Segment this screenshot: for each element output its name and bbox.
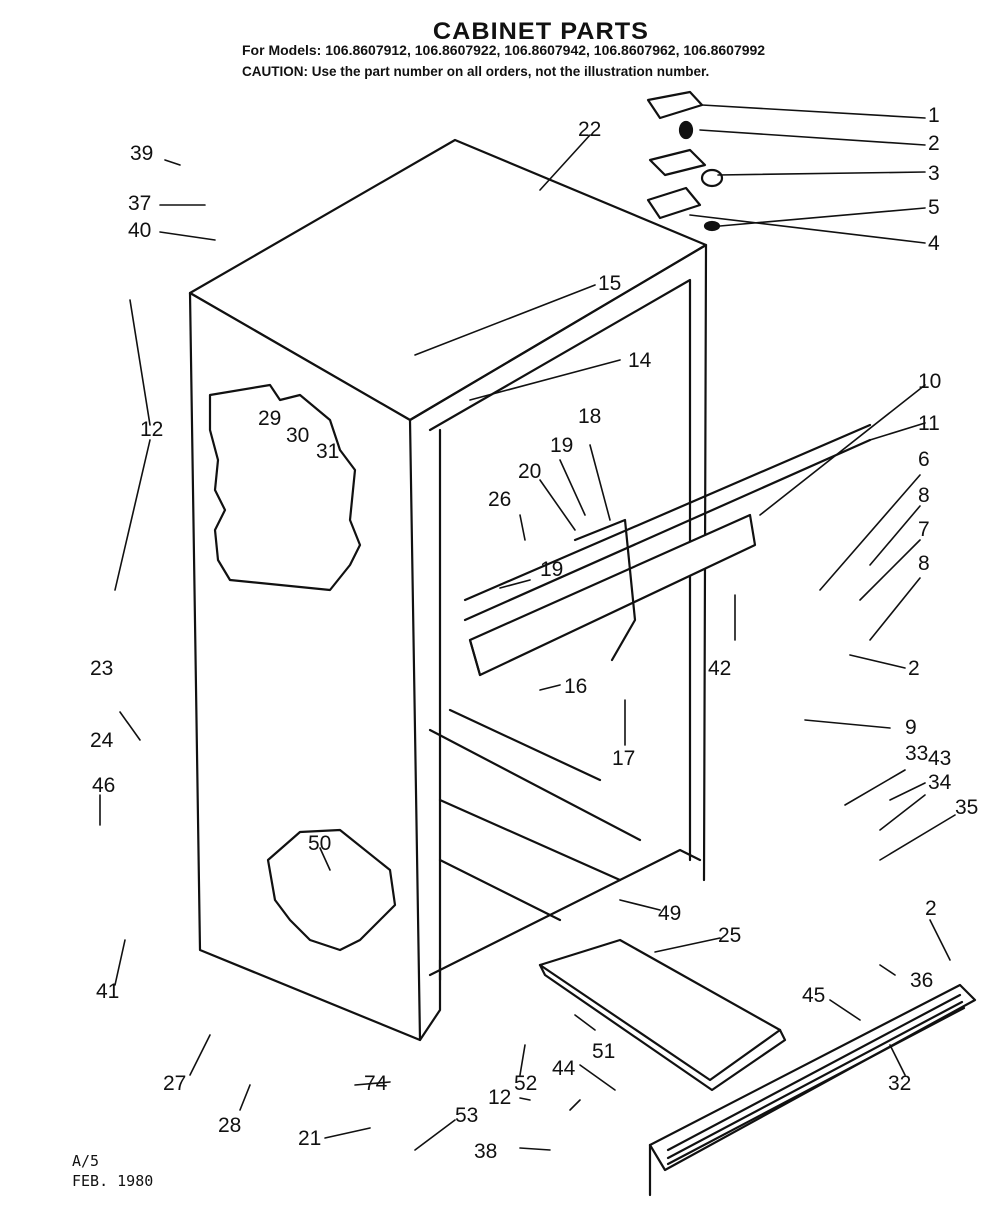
callout-33: 33 [905, 742, 928, 765]
callout-42: 42 [708, 657, 731, 680]
page-code: A/5 [72, 1152, 100, 1170]
callout-17: 17 [612, 747, 635, 770]
callout-36: 36 [910, 969, 933, 992]
callout-40: 40 [128, 219, 151, 242]
callout-10: 10 [918, 370, 941, 393]
callout-34: 34 [928, 771, 952, 794]
callout-12: 12 [488, 1086, 511, 1109]
callout-1: 1 [928, 104, 940, 127]
callout-leaders [99, 104, 956, 1151]
callout-18: 18 [578, 405, 601, 428]
callout-44: 44 [552, 1057, 576, 1080]
callout-21: 21 [298, 1127, 321, 1150]
callout-29: 29 [258, 407, 281, 430]
callout-30: 30 [286, 424, 309, 447]
callout-37: 37 [128, 192, 151, 215]
callout-27: 27 [163, 1072, 186, 1095]
callout-22: 22 [578, 118, 601, 141]
callout-11: 11 [918, 412, 940, 435]
callout-4: 4 [928, 232, 940, 255]
callout-26: 26 [488, 488, 511, 511]
callout-28: 28 [218, 1114, 241, 1137]
callout-19: 19 [540, 558, 563, 581]
callout-3: 3 [928, 162, 940, 185]
callout-38: 38 [474, 1140, 497, 1163]
callout-52: 52 [514, 1072, 537, 1095]
publication-date: FEB. 1980 [72, 1172, 154, 1190]
callout-8: 8 [918, 484, 930, 507]
callout-14: 14 [628, 349, 652, 372]
drip-tray [538, 938, 782, 1082]
top-hinge-assembly [646, 90, 724, 232]
callout-45: 45 [802, 984, 825, 1007]
side-cutaway-upper [208, 383, 362, 592]
side-cutaway-lower [266, 828, 397, 952]
page-title: CABINET PARTS [432, 18, 650, 45]
callout-2: 2 [928, 132, 940, 155]
callout-2: 2 [925, 897, 937, 920]
callout-6: 6 [918, 448, 930, 471]
callout-19: 19 [550, 434, 573, 457]
callout-46: 46 [92, 774, 115, 797]
callout-31: 31 [316, 440, 339, 463]
callout-51: 51 [592, 1040, 615, 1063]
callout-39: 39 [130, 142, 153, 165]
callout-25: 25 [718, 924, 741, 947]
callout-41: 41 [96, 980, 119, 1003]
callout-53: 53 [455, 1104, 478, 1127]
callout-74: 74 [364, 1072, 388, 1095]
caution-note: CAUTION: Use the part number on all orde… [242, 64, 710, 79]
callout-2: 2 [908, 657, 920, 680]
callout-43: 43 [928, 747, 951, 770]
callout-23: 23 [90, 657, 113, 680]
callout-15: 15 [598, 272, 621, 295]
callout-49: 49 [658, 902, 681, 925]
base-grille [648, 983, 977, 1197]
callout-35: 35 [955, 796, 978, 819]
callout-8: 8 [918, 552, 930, 575]
callout-5: 5 [928, 196, 940, 219]
callout-7: 7 [918, 518, 930, 541]
callout-12: 12 [140, 418, 163, 441]
callout-9: 9 [905, 716, 917, 739]
callout-24: 24 [90, 729, 114, 752]
divider-rails [463, 423, 872, 677]
callout-16: 16 [564, 675, 587, 698]
callout-32: 32 [888, 1072, 911, 1095]
callout-20: 20 [518, 460, 541, 483]
callout-50: 50 [308, 832, 331, 855]
model-list: For Models: 106.8607912, 106.8607922, 10… [242, 42, 766, 58]
